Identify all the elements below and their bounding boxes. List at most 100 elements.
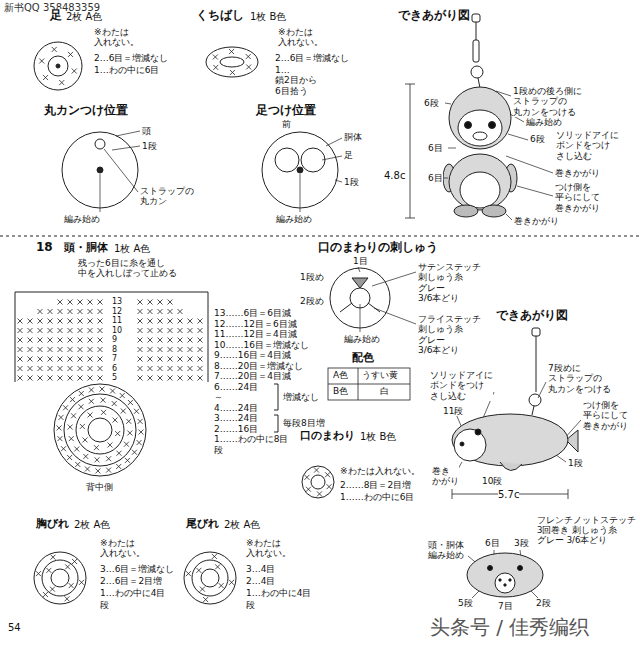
- line-art: [48, 56, 68, 76]
- line-art: [473, 40, 479, 62]
- line-art: [15, 292, 208, 293]
- note-text: 4.8c: [384, 170, 405, 182]
- stitch-mark: [148, 357, 153, 362]
- stitch-mark: [38, 319, 43, 324]
- stitch-mark: [68, 319, 73, 324]
- stitch-mark: [83, 454, 88, 459]
- note-text: 11段: [443, 406, 463, 416]
- line-art: [302, 466, 334, 498]
- line-art: [536, 336, 537, 392]
- stitch-mark: [98, 376, 103, 381]
- stitch-mark: [58, 415, 63, 420]
- note-text: 編み始め: [344, 334, 380, 344]
- stitch-mark: [148, 309, 153, 314]
- seal-face: [467, 553, 543, 597]
- stitch-mark: [57, 436, 62, 441]
- line-art: [358, 368, 359, 400]
- note-text: 巻き かがり: [432, 466, 459, 487]
- stitch-mark: [78, 309, 83, 314]
- stitch-mark: [78, 357, 83, 362]
- section-title: 18: [36, 241, 53, 255]
- stitch-mark: [58, 366, 63, 371]
- stitch-mark: [48, 328, 53, 333]
- line-art: [274, 384, 278, 410]
- line-art: [201, 569, 219, 587]
- stitch-mark: [57, 425, 62, 430]
- note-text: 54: [8, 622, 21, 634]
- stitch-mark: [188, 366, 193, 371]
- note-text: 頭: [142, 126, 151, 136]
- stitch-mark: [138, 300, 143, 305]
- stitch-mark: [178, 338, 183, 343]
- stitch-mark: [38, 376, 43, 381]
- line-art: [449, 154, 511, 210]
- stitch-mark: [325, 472, 330, 477]
- stitch-mark: [213, 65, 218, 70]
- line-art: [452, 414, 568, 466]
- line-art: [100, 174, 101, 212]
- line-art: [508, 134, 528, 140]
- stitch-mark: [48, 347, 53, 352]
- stitch-mark: [178, 366, 183, 371]
- stitch-mark: [38, 366, 43, 371]
- line-art: [488, 566, 493, 571]
- stitch-mark: [128, 400, 133, 405]
- note-text: 8: [112, 345, 117, 354]
- stitch-mark: [98, 338, 103, 343]
- stitch-mark: [74, 446, 79, 451]
- stitch-mark: [198, 319, 203, 324]
- section-title: くちばし: [196, 9, 244, 23]
- stitch-mark: [68, 309, 73, 314]
- stitch-mark: [212, 554, 217, 559]
- note-text: 6……24目: [214, 382, 258, 392]
- stitch-mark: [59, 80, 64, 85]
- stitch-mark: [18, 376, 23, 381]
- stitch-mark: [72, 69, 77, 74]
- stitch-mark: [18, 357, 23, 362]
- stitch-mark: [138, 357, 143, 362]
- line-art: [532, 328, 540, 336]
- note-text: ※わたは入れない。: [340, 466, 420, 476]
- stitch-mark: [98, 300, 103, 305]
- stitch-mark: [46, 568, 51, 573]
- note-text: フライステッチ 刺しゅう糸 グレー 3/6本どり: [418, 314, 481, 355]
- stitch-mark: [39, 58, 44, 63]
- stitch-mark: [28, 376, 33, 381]
- stitch-mark: [188, 338, 193, 343]
- note-text: 2枚 A色: [66, 11, 102, 23]
- stitch-mark: [88, 347, 93, 352]
- stitch-mark: [98, 347, 103, 352]
- stitch-mark: [168, 309, 173, 314]
- stitch-mark: [168, 347, 173, 352]
- stitch-mark: [38, 357, 43, 362]
- line-art: [275, 148, 299, 172]
- note-text: 13: [112, 297, 122, 306]
- note-text: 段: [100, 600, 109, 610]
- stitch-mark: [178, 376, 183, 381]
- stitch-mark: [148, 338, 153, 343]
- line-art: [465, 122, 472, 129]
- stitch-mark: [188, 319, 193, 324]
- stitch-mark: [138, 347, 143, 352]
- ring-position: [62, 132, 138, 208]
- section-title: 足: [50, 9, 62, 23]
- note-text: A色: [333, 370, 348, 380]
- stitch-mark: [98, 309, 103, 314]
- stitch-mark: [68, 376, 73, 381]
- note-text: 1…わの中に4目: [100, 588, 165, 598]
- stitch-mark: [138, 328, 143, 333]
- note-text: 1目: [353, 256, 368, 266]
- line-art: [328, 368, 410, 400]
- line-art: [499, 579, 501, 581]
- stitch-mark: [219, 583, 224, 588]
- note-text: 2枚 A色: [224, 519, 260, 531]
- stitch-mark: [110, 388, 115, 393]
- line-art: [301, 148, 325, 172]
- stitch-mark: [52, 47, 57, 52]
- line-art: [192, 560, 228, 596]
- note-text: ストラップの 丸カン: [140, 186, 194, 207]
- note-text: 10段: [482, 476, 502, 486]
- stitch-mark: [36, 571, 41, 576]
- line-art: [449, 87, 511, 149]
